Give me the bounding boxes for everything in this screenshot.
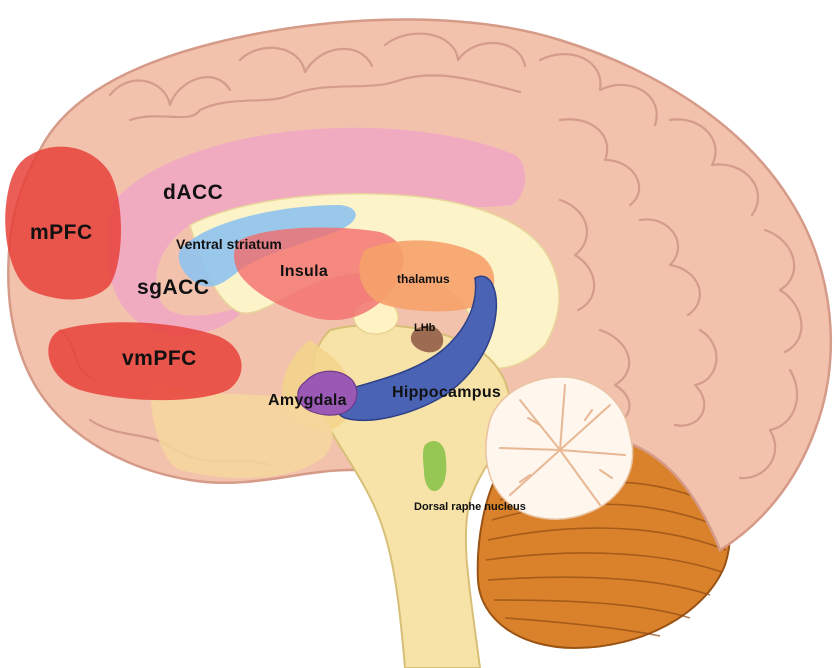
amygdala-region [297, 370, 358, 416]
dorsal-raphe-region [423, 440, 447, 491]
mpfc-label: mPFC [30, 221, 93, 244]
sgacc-label: sgACC [137, 276, 210, 299]
vmpfc-region [48, 322, 242, 401]
dorsal-raphe-label: Dorsal raphe nucleus [414, 501, 526, 513]
insula-label: Insula [280, 263, 328, 280]
dacc-region [107, 127, 526, 335]
hippocampus-region [335, 275, 497, 421]
thalamus-label: thalamus [397, 272, 450, 286]
thalamus-region [359, 240, 495, 312]
temporal-lobe-region [150, 380, 333, 479]
lhb-region [410, 325, 444, 353]
vmpfc-label: vmPFC [122, 347, 197, 370]
amygdala-label: Amygdala [268, 392, 347, 409]
dacc-label: dACC [163, 181, 223, 204]
mpfc-region [5, 146, 122, 300]
insula-region [234, 227, 404, 321]
hippocampus-label: Hippocampus [392, 384, 501, 401]
cerebellum-arbor-vitae [485, 376, 634, 520]
ventral-striatum-label: Ventral striatum [176, 236, 282, 252]
lhb-label: LHb [414, 322, 436, 334]
